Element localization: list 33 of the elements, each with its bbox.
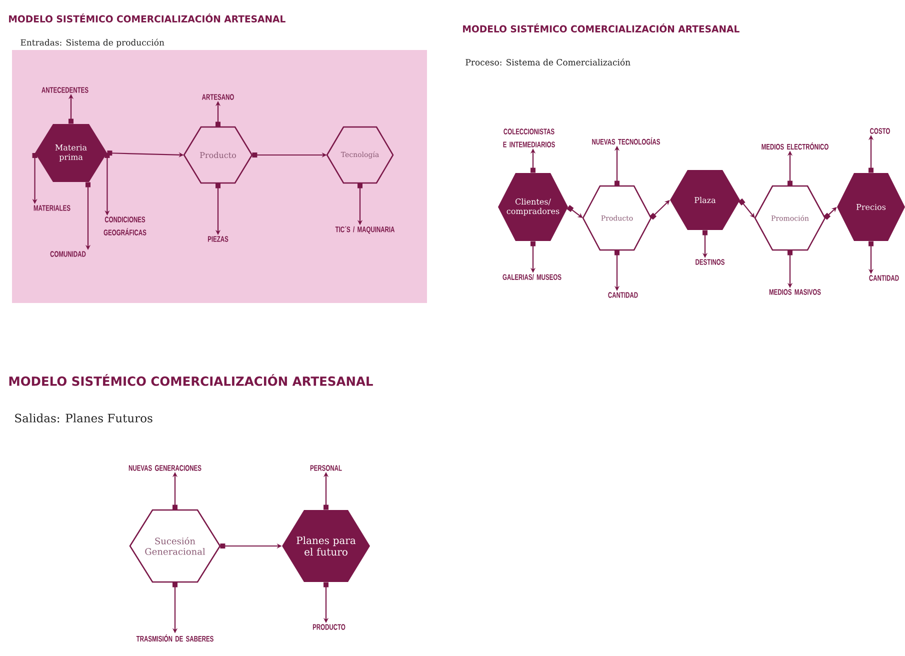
category-label: CANTIDAD [869, 275, 899, 281]
category-label: MEDIOS ELECTRÓNICO [762, 142, 828, 150]
category-label: MATERIALES [34, 205, 70, 211]
category-label: PERSONAL [310, 465, 342, 471]
hexagon-node: Clientes/ compradores [498, 173, 568, 241]
heading: MODELO SISTÉMICO COMERCIALIZACIÓN ARTESANAL [9, 14, 286, 22]
category-label: DESTINOS [696, 259, 724, 265]
subheading: Entradas: Sistema de producción [20, 38, 164, 48]
hexagon-outline-node: Sucesión Generacional [129, 509, 221, 583]
category-label: MEDIOS MASIVOS [769, 289, 821, 295]
category-label: PIEZAS [208, 236, 228, 242]
category-label: COSTO [870, 128, 890, 134]
heading: MODELO SISTÉMICO COMERCIALIZACIÓN ARTESANAL [9, 374, 373, 386]
subheading: Proceso: Sistema de Comercialización [466, 58, 630, 66]
category-label: COMUNIDAD [50, 251, 86, 257]
category-label: CONDICIONES GEOGRÁFICAS [104, 216, 146, 236]
category-label: NUEVAS TECNOLOGÍAS [592, 137, 660, 145]
hexagon-outline-node: Producto [183, 126, 253, 184]
category-label: COLECCIONISTAS E INTEMEDIARIOS [503, 128, 555, 148]
category-label: PRODUCTO [312, 624, 346, 630]
category-label: NUEVAS GENERACIONES [128, 465, 202, 471]
category-label: TIC´S / MAQUINARIA [335, 226, 395, 234]
category-label: ANTECEDENTES [42, 87, 88, 93]
hexagon-node: Precios [837, 173, 905, 241]
category-label: GALERIAS/ MUSEOS [502, 274, 562, 280]
hexagon-node: Plaza [670, 170, 740, 230]
category-label: CANTIDAD [608, 292, 638, 298]
category-label: ARTESANO [202, 94, 234, 100]
subheading: Salidas: Planes Futuros [15, 414, 152, 422]
hexagon-node: Materia prima [35, 124, 107, 182]
heading: MODELO SISTÉMICO COMERCIALIZACIÓN ARTESANAL [463, 24, 740, 32]
hexagon-node: Planes para el futuro [282, 510, 370, 582]
category-label: TRASMISIÓN DE SABERES [136, 634, 214, 642]
